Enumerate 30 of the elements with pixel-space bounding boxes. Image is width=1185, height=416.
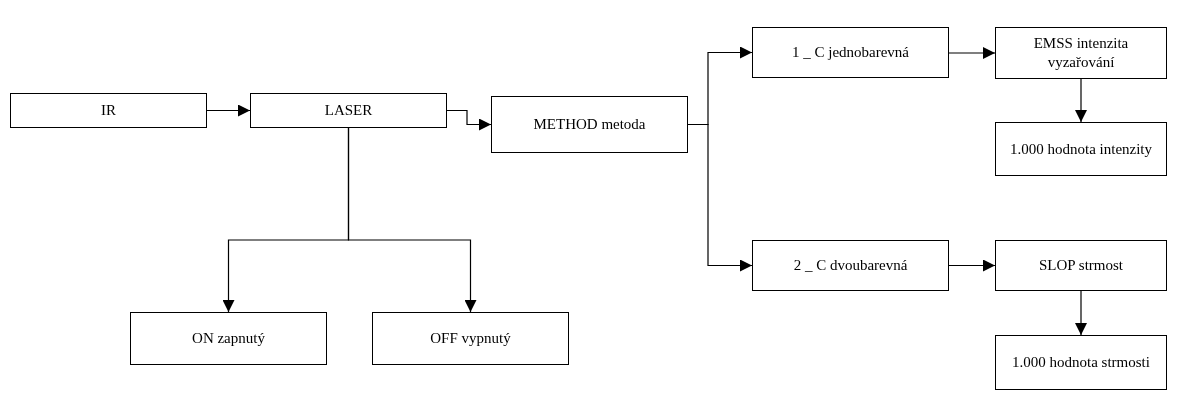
process-box xyxy=(752,240,949,291)
box-label: SLOP strmost xyxy=(1038,256,1123,275)
arrow xyxy=(206,104,251,117)
arrow xyxy=(446,109,492,131)
box-label: LASER xyxy=(324,101,373,120)
box-label: OFF vypnutý xyxy=(430,329,511,348)
process-box xyxy=(10,93,207,128)
box-label: 2 _ C dvoubarevná xyxy=(793,256,908,275)
box-label: METHOD metoda xyxy=(533,115,646,134)
process-box xyxy=(372,312,569,365)
process-box xyxy=(491,96,688,153)
box-label: 1.000 hodnota intenzity xyxy=(1009,139,1153,159)
arrow xyxy=(948,47,996,59)
arrow xyxy=(687,123,753,272)
process-box xyxy=(130,312,327,365)
process-box xyxy=(995,27,1167,79)
process-box xyxy=(995,240,1167,291)
arrow xyxy=(1075,290,1087,336)
arrow xyxy=(347,127,477,313)
process-box xyxy=(995,122,1167,176)
box-label: EMSS intenzita vyzařování xyxy=(1032,34,1130,72)
box-label: 1.000 hodnota strmosti xyxy=(1012,353,1150,372)
box-label: ON zapnutý xyxy=(192,329,265,348)
box-label: IR xyxy=(101,101,116,120)
process-box xyxy=(995,335,1167,390)
arrow xyxy=(948,259,996,272)
arrow xyxy=(1075,78,1087,123)
process-box xyxy=(250,93,447,128)
process-box xyxy=(752,27,949,78)
box-label: 1 _ C jednobarevná xyxy=(791,43,910,62)
